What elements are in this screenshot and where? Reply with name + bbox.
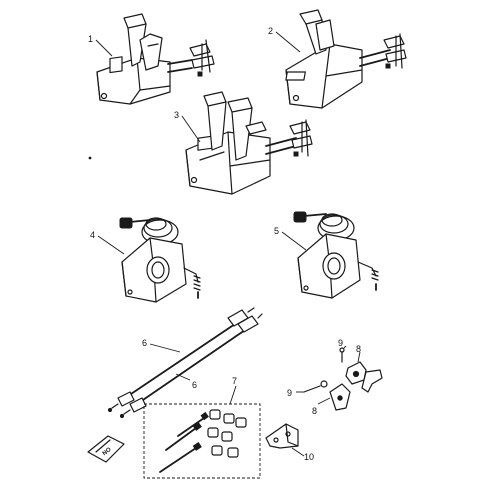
callout-2: 2	[268, 26, 273, 36]
part-3-twin-control-box	[185, 91, 313, 195]
kit-spacers	[207, 409, 247, 458]
callout-7: 7	[232, 376, 237, 386]
leader-part-8a	[357, 351, 361, 363]
part-1-control-box	[96, 13, 215, 105]
part-2-control-box	[285, 9, 407, 109]
leader-part-6b	[175, 373, 191, 381]
part-10-bracket	[265, 423, 299, 449]
leader-part-9a	[343, 345, 347, 349]
callout-8b: 8	[312, 406, 317, 416]
warning-plate-text: NO	[102, 447, 113, 457]
part-7-fitting-kit	[143, 403, 261, 479]
leader-part-2	[275, 31, 301, 53]
callout-5: 5	[274, 226, 279, 236]
leader-part-6a	[149, 343, 181, 353]
leader-part-5	[281, 231, 307, 251]
print-speck	[88, 156, 92, 160]
callout-6b: 6	[192, 380, 197, 390]
warning-plate: NO	[87, 435, 125, 463]
leader-part-3	[181, 115, 201, 143]
callout-6a: 6	[142, 338, 147, 348]
callout-1: 1	[88, 34, 93, 44]
kit-bolts	[159, 411, 209, 473]
leader-part-8b	[317, 397, 331, 405]
part-8-9-linkage	[303, 347, 383, 411]
leader-part-1	[95, 39, 113, 57]
callout-9b: 9	[287, 388, 292, 398]
callout-8a: 8	[356, 344, 361, 354]
part-6-remote-cables	[107, 307, 263, 419]
leader-part-10	[291, 447, 305, 457]
callout-3: 3	[174, 110, 179, 120]
part-4-remote-control-box	[119, 217, 201, 303]
leader-part-7	[229, 385, 237, 405]
callout-9a: 9	[338, 338, 343, 348]
callout-10: 10	[304, 452, 314, 462]
callout-4: 4	[90, 230, 95, 240]
part-5-remote-control-box	[293, 211, 379, 299]
leader-part-4	[97, 235, 125, 255]
